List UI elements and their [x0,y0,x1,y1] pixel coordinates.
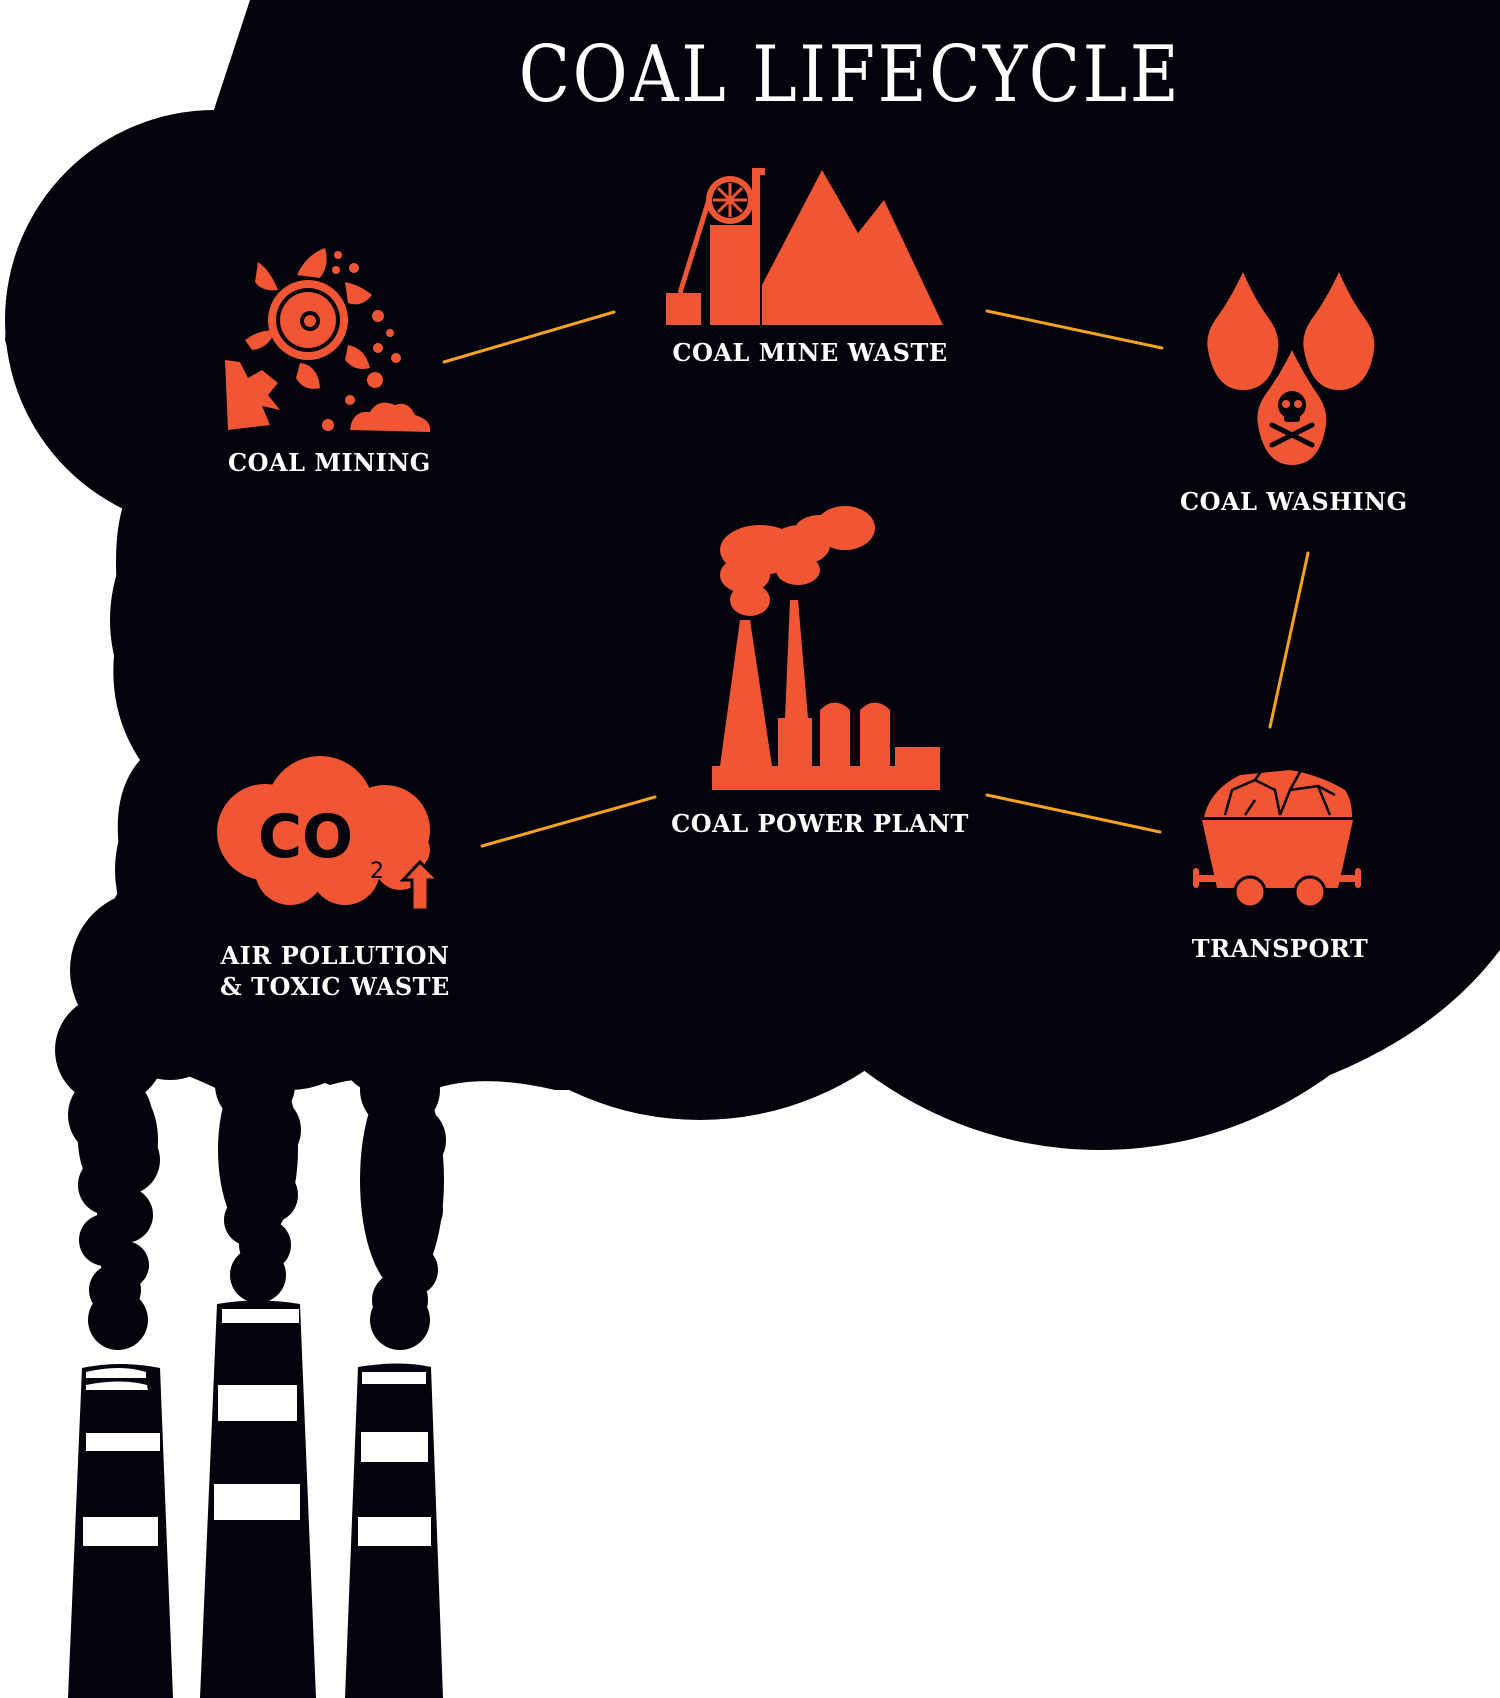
smoke-column-middle [215,1045,301,1303]
coal-mine-cart-icon [1193,769,1361,909]
chimney-right [345,1363,443,1698]
connector-mining-to-waste [442,310,616,364]
smoke-columns [68,1045,446,1350]
connector-transport-to-plant [985,793,1162,834]
stage-label-coal-mine-waste: COAL MINE WASTE [672,338,948,367]
chimney-stripe [86,1433,160,1451]
connector-waste-to-washing [985,309,1164,350]
chimney-stripe [358,1517,431,1546]
stage-label-transport: TRANSPORT [1191,934,1369,963]
stage-label-air-pollution-line1: AIR POLLUTION [220,941,450,970]
connectors [442,309,1310,848]
skull-crossbones-icon [1269,391,1315,448]
toxic-water-drops-icon [1207,272,1375,465]
chimney-left [68,1364,173,1698]
connector-plant-to-pollution [480,795,657,848]
mine-headframe-spoil-heap-icon [666,168,943,325]
chimney-middle [200,1300,316,1698]
smoke-column-left [68,1073,160,1350]
page-title: COAL LIFECYCLE [518,30,1182,120]
power-plant-smokestacks-icon [712,506,940,790]
co2-cloud-rising-icon: CO 2 [217,756,442,912]
chimney-stripe [361,1432,428,1462]
smoke-column-right [360,1050,446,1350]
chimney-stripe [218,1385,297,1421]
stage-label-coal-mining: COAL MINING [228,448,431,477]
chimney-stripe [83,1517,158,1546]
connector-washing-to-transport [1268,551,1310,729]
co2-text: CO [258,802,353,872]
stage-label-air-pollution-line2: & TOXIC WASTE [220,972,450,1001]
bucket-wheel-excavator-icon [225,248,431,432]
arrow-up-icon [399,859,442,912]
stage-label-coal-power-plant: COAL POWER PLANT [671,809,969,838]
stage-label-coal-washing: COAL WASHING [1180,487,1408,516]
chimney-stripe [214,1484,300,1520]
stage-label-air-pollution: AIR POLLUTION & TOXIC WASTE [210,940,460,1002]
co2-subscript: 2 [370,859,384,884]
chimneys [68,1300,443,1698]
